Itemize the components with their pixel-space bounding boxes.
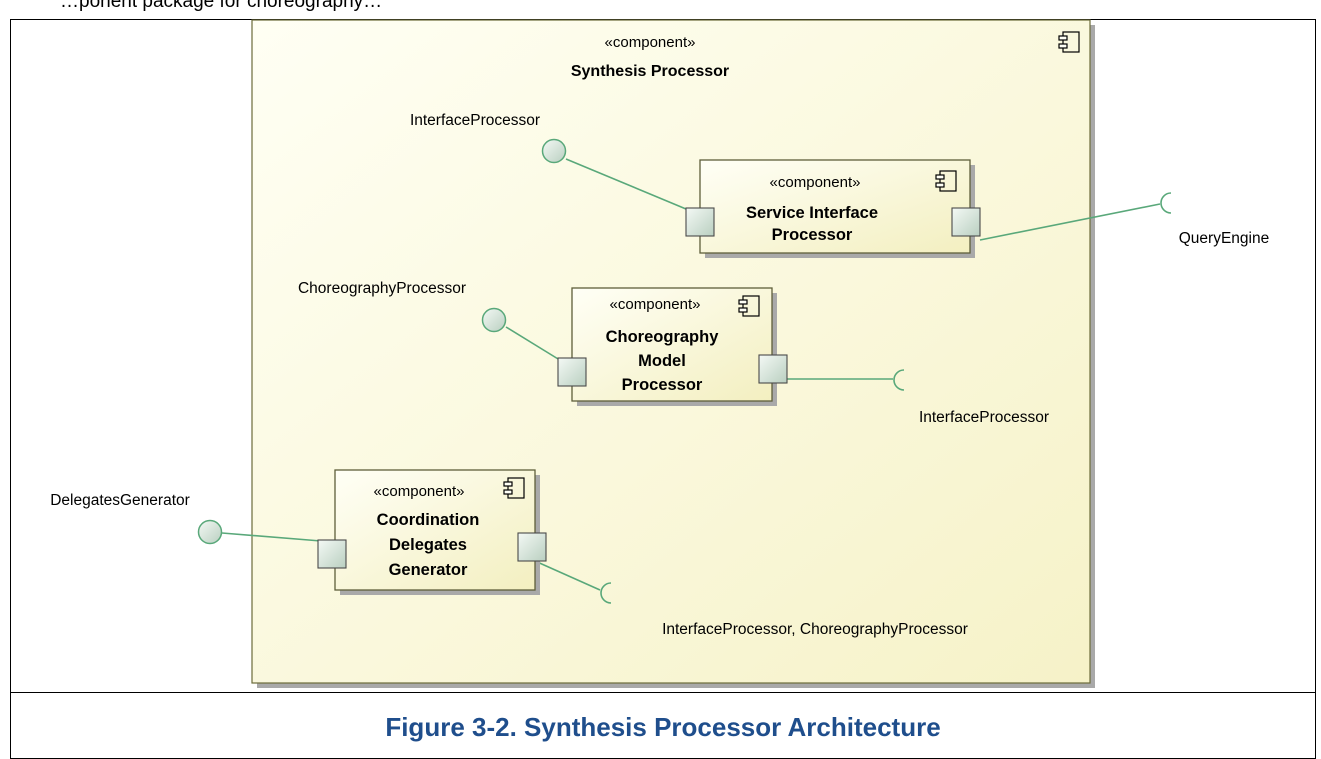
component-name-line-2: Delegates <box>389 536 467 554</box>
component-icon <box>935 170 957 192</box>
port-sip-right[interactable] <box>951 207 981 237</box>
component-name-line-1: Coordination <box>377 511 480 529</box>
frame-divider <box>10 692 1316 693</box>
port-sip-left[interactable] <box>685 207 715 237</box>
component-name-line-3: Processor <box>622 376 703 394</box>
connector-cmp-provided <box>505 326 564 363</box>
component-stereotype: «component» <box>374 483 465 500</box>
component-service-interface-processor[interactable]: «component» Service Interface Processor <box>699 159 975 258</box>
port-cmp-right[interactable] <box>758 354 788 384</box>
provided-interface-label: DelegatesGenerator <box>50 492 190 509</box>
intro-text-fragment: …ponent package for choreography… <box>60 0 383 12</box>
component-diagram: «component» Synthesis Processor «compone… <box>50 19 1269 688</box>
port-cdg-right[interactable] <box>517 532 547 562</box>
required-interface-label: InterfaceProcessor <box>919 409 1049 426</box>
provided-interface-label: ChoreographyProcessor <box>298 280 466 297</box>
component-coordination-delegates-generator[interactable]: «component» Coordination Delegates Gener… <box>334 469 540 595</box>
component-icon <box>503 477 525 499</box>
component-name-line-1: Service Interface <box>746 204 878 222</box>
provided-interface-ball-icon[interactable] <box>541 138 567 164</box>
component-name-line-1: Choreography <box>606 328 720 346</box>
component-icon <box>738 295 760 317</box>
outer-component-stereotype: «component» <box>605 34 696 51</box>
connector-sip-provided <box>565 158 687 210</box>
component-name-line-2: Model <box>638 352 686 370</box>
outer-component-name: Synthesis Processor <box>571 63 729 80</box>
component-choreography-model-processor[interactable]: «component» Choreography Model Processor <box>571 287 777 406</box>
figure-caption: Figure 3-2. Synthesis Processor Architec… <box>385 712 941 742</box>
connector-sip-required <box>979 203 1161 241</box>
required-interface-label: InterfaceProcessor, ChoreographyProcesso… <box>662 621 968 638</box>
connector-cdg-required <box>534 560 601 591</box>
port-cdg-left[interactable] <box>317 539 347 569</box>
provided-interface-balls <box>197 138 567 545</box>
required-interface-label: QueryEngine <box>1179 230 1269 247</box>
provided-interface-label: InterfaceProcessor <box>410 112 540 129</box>
port-cmp-left[interactable] <box>557 357 587 387</box>
component-box <box>571 287 773 402</box>
required-interface-socket-icon[interactable] <box>600 582 612 604</box>
component-stereotype: «component» <box>770 174 861 191</box>
required-interface-socket-icon[interactable] <box>893 369 905 391</box>
connector-cdg-provided <box>221 532 322 542</box>
component-box <box>334 469 536 591</box>
component-stereotype: «component» <box>610 296 701 313</box>
connectors <box>221 158 1161 591</box>
provided-interface-ball-icon[interactable] <box>197 519 223 545</box>
required-interface-socket-icon[interactable] <box>1160 192 1172 214</box>
component-icon <box>1058 31 1080 53</box>
ports <box>317 207 981 569</box>
provided-interface-ball-icon[interactable] <box>481 307 507 333</box>
component-box <box>699 159 971 254</box>
required-interface-sockets <box>600 192 1172 604</box>
component-name-line-2: Processor <box>772 226 853 244</box>
component-name-line-3: Generator <box>389 561 468 579</box>
